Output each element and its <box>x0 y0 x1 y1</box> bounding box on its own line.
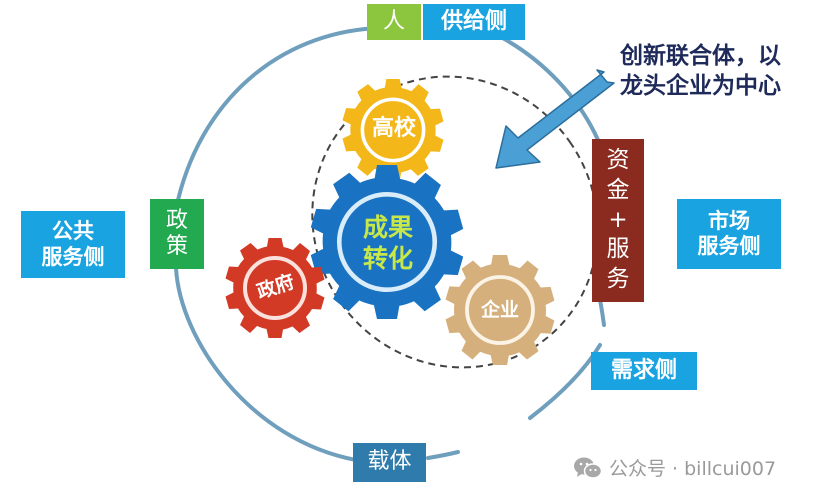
public-service-line1: 公共 <box>52 219 94 244</box>
gear-university-label: 高校 <box>371 116 416 142</box>
demand-side-box: 需求侧 <box>591 352 697 390</box>
people-box: 人 <box>367 4 421 40</box>
public-service-line2: 服务侧 <box>41 244 105 269</box>
market-service-side-box: 市场 服务侧 <box>677 199 781 269</box>
gear-enterprise <box>445 255 555 365</box>
watermark: 公众号 · billcui007 <box>573 454 776 481</box>
capital-char-5: 务 <box>606 266 630 293</box>
capital-char-3: + <box>608 206 628 233</box>
callout-line2: 龙头企业为中心 <box>620 72 781 99</box>
capital-services-box: 资 金 + 服 务 <box>592 139 644 302</box>
policy-line1: 政 <box>165 207 188 233</box>
policy-box: 政 策 <box>150 199 204 269</box>
consortium-callout: 创新联合体，以 龙头企业为中心 <box>620 42 781 102</box>
watermark-text: 公众号 · billcui007 <box>609 458 777 480</box>
capital-char-2: 金 <box>606 176 630 203</box>
carrier-box: 载体 <box>353 443 426 482</box>
callout-line1: 创新联合体，以 <box>620 43 781 69</box>
supply-side-box: 供给侧 <box>423 4 525 40</box>
outer-ring <box>174 26 606 462</box>
gear-enterprise-label: 企业 <box>480 299 519 322</box>
gear-core-line2: 转化 <box>362 244 413 273</box>
gear-core-line1: 成果 <box>362 212 413 242</box>
gear-core <box>310 165 464 319</box>
capital-char-4: 服 <box>606 236 630 263</box>
market-service-line1: 市场 <box>708 208 750 233</box>
wechat-icon <box>574 457 603 479</box>
gear-core-label: 成果 转化 <box>350 208 426 278</box>
gear-university <box>342 79 444 181</box>
policy-line2: 策 <box>165 234 188 259</box>
capital-char-1: 资 <box>606 146 630 173</box>
public-service-side-box: 公共 服务侧 <box>21 211 125 278</box>
pointer-arrow <box>495 69 615 169</box>
gear-government <box>225 238 325 338</box>
market-service-line2: 服务侧 <box>697 234 761 258</box>
